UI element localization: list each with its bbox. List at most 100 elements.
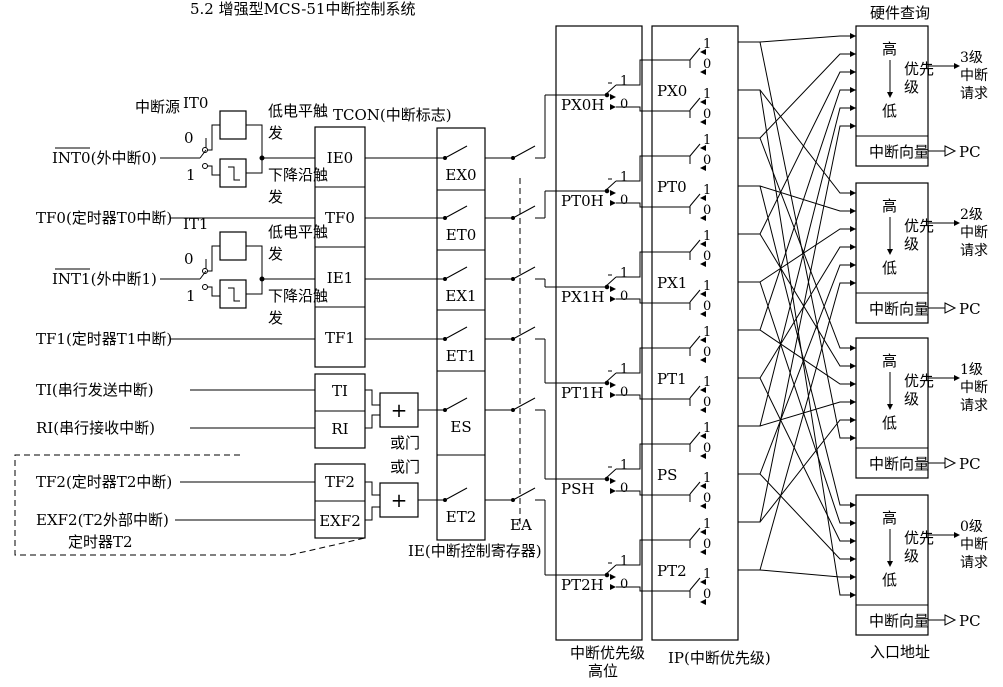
ip-bit-2: PX1: [657, 274, 687, 292]
ip-blade-2-0: [689, 239, 701, 253]
merge-0: [246, 124, 263, 174]
ea-switch-3-pivot: [511, 337, 515, 341]
cross-arrow-2-4: [850, 417, 856, 423]
cross-arrow-0-5: [850, 123, 856, 129]
cross-wire-3-4: [738, 569, 856, 578]
sw-dn-0: [207, 165, 220, 176]
ip-arrow-1-5-0: [700, 529, 706, 535]
ip-1-5-1: 1: [703, 567, 711, 582]
level-req-3: 0级中断请求: [960, 519, 988, 571]
ip-0-4-1: 0: [703, 491, 711, 506]
scon-flag-0: TI: [332, 382, 348, 400]
level-block-0: [219, 110, 247, 140]
ie-switch-1-pivot: [443, 216, 447, 220]
pc-arrow-2: [944, 457, 957, 469]
iph-1-2: 1: [620, 266, 628, 281]
ip-blade-5-0: [689, 527, 701, 541]
iph-switch-pivot-3: [604, 380, 610, 386]
ip-0-5-1: 0: [703, 587, 711, 602]
ip-arrow-0-5-1: [700, 599, 706, 605]
level-prio-1: 优先级: [904, 217, 934, 253]
ip-1-2-0: 1: [703, 229, 711, 244]
ie-switch-0-blade: [444, 145, 468, 159]
ip-arrow-0-2-1: [700, 311, 706, 317]
ea-switch-1-pivot: [511, 216, 515, 220]
ie-bit-2: EX1: [445, 287, 476, 305]
ip-0-1-0: 0: [703, 153, 711, 168]
ip-1-0-0: 1: [703, 37, 711, 52]
ip-bit-4: PS: [657, 466, 677, 484]
level-vector-0: 中断向量: [869, 143, 929, 161]
ip-bit-3: PT1: [657, 370, 687, 388]
iph-arrow-0-1: [610, 200, 616, 206]
cross-wire-2-5: [738, 41, 856, 439]
t2-note: 定时器T2: [68, 533, 133, 551]
cross-wire-1-1: [738, 185, 856, 212]
req-arrow-0: [954, 63, 960, 69]
cross-arrow-1-2: [850, 226, 856, 232]
iph-0-1: 0: [620, 193, 628, 208]
cross-arrow-0-1: [850, 51, 856, 57]
level-low-0: 低: [882, 102, 897, 120]
ip-arrow-1-0-1: [700, 99, 706, 105]
iph-bit-2: PX1H: [561, 288, 604, 306]
level-high-2: 高: [882, 352, 897, 370]
cross-arrow-1-4: [850, 262, 856, 268]
iph-arrow-1-2: [610, 286, 616, 292]
iph-arrow-0-5: [610, 584, 616, 590]
source-header: 中断源: [135, 98, 180, 116]
ie-bit-4: ES: [450, 418, 471, 436]
boxes: [219, 25, 929, 641]
ea-switch-2-blade: [512, 266, 536, 280]
ea-label: EA: [510, 516, 532, 534]
level-pc-0: PC: [959, 143, 981, 161]
scon-flag-1: RI: [331, 420, 348, 438]
cross-arrow-0-2: [850, 69, 856, 75]
ip-0-3-0: 0: [703, 345, 711, 360]
pc-arrow-1: [944, 302, 957, 314]
iph-out-hi-5: [616, 539, 690, 566]
ip-0-3-1: 0: [703, 395, 711, 410]
req-arrow-3: [954, 532, 960, 538]
level-req-1: 2级中断请求: [960, 207, 988, 259]
pc-arrow-3: [944, 614, 957, 626]
or-gate-1: [379, 482, 419, 518]
iph-1-3: 1: [620, 362, 628, 377]
tcon-flag-2: IE1: [327, 269, 353, 287]
source-label-3: TF1(定时器T1中断): [36, 330, 172, 348]
cross-arrow-3-4: [850, 574, 856, 580]
iph-switch-pivot-4: [604, 476, 610, 482]
ip-arrow-0-1-0: [700, 165, 706, 171]
iph-arrow-1-4: [610, 478, 616, 484]
t2-box: [314, 463, 366, 539]
ip-blade-3-0: [689, 335, 701, 349]
page-title-partial: 5.2 增强型MCS-51中断控制系统: [190, 0, 415, 18]
cross-arrow-2-3: [850, 399, 856, 405]
level-arrow-0: [887, 92, 893, 98]
edge-symbol-1: [228, 287, 240, 302]
ip-blade-1-0: [689, 143, 701, 157]
iph-1-1: 1: [620, 170, 628, 185]
level-box-3: [855, 494, 929, 636]
source-label-7: EXF2(T2外部中断): [36, 511, 169, 529]
iph-header-2: 高位: [588, 662, 618, 680]
ip-1-4-0: 1: [703, 421, 711, 436]
ip-arrow-1-3-1: [700, 387, 706, 393]
req-arrow-1: [954, 220, 960, 226]
req-arrow-2: [954, 375, 960, 381]
it-label-0: IT0: [183, 94, 208, 112]
or-plus-0: +: [391, 398, 408, 422]
hardware-query-header: 硬件查询: [870, 4, 930, 22]
ie-switch-2-pivot: [443, 277, 447, 281]
sw-up-1: [207, 245, 220, 272]
switch-0-label-1: 0: [184, 250, 194, 268]
iph-bit-5: PT2H: [561, 576, 604, 594]
source-label-5: RI(串行接收中断): [36, 419, 155, 437]
or-gate-label-1: 或门: [390, 434, 420, 452]
source-label-2: INT1(外中断1): [52, 270, 157, 288]
trigger-label-1: 下降沿触发: [268, 166, 328, 206]
cross-arrow-2-2: [850, 381, 856, 387]
tf2-to-or: [365, 481, 380, 496]
ip-blade-0-1: [689, 97, 701, 111]
iph-arrow-1-1: [610, 190, 616, 196]
